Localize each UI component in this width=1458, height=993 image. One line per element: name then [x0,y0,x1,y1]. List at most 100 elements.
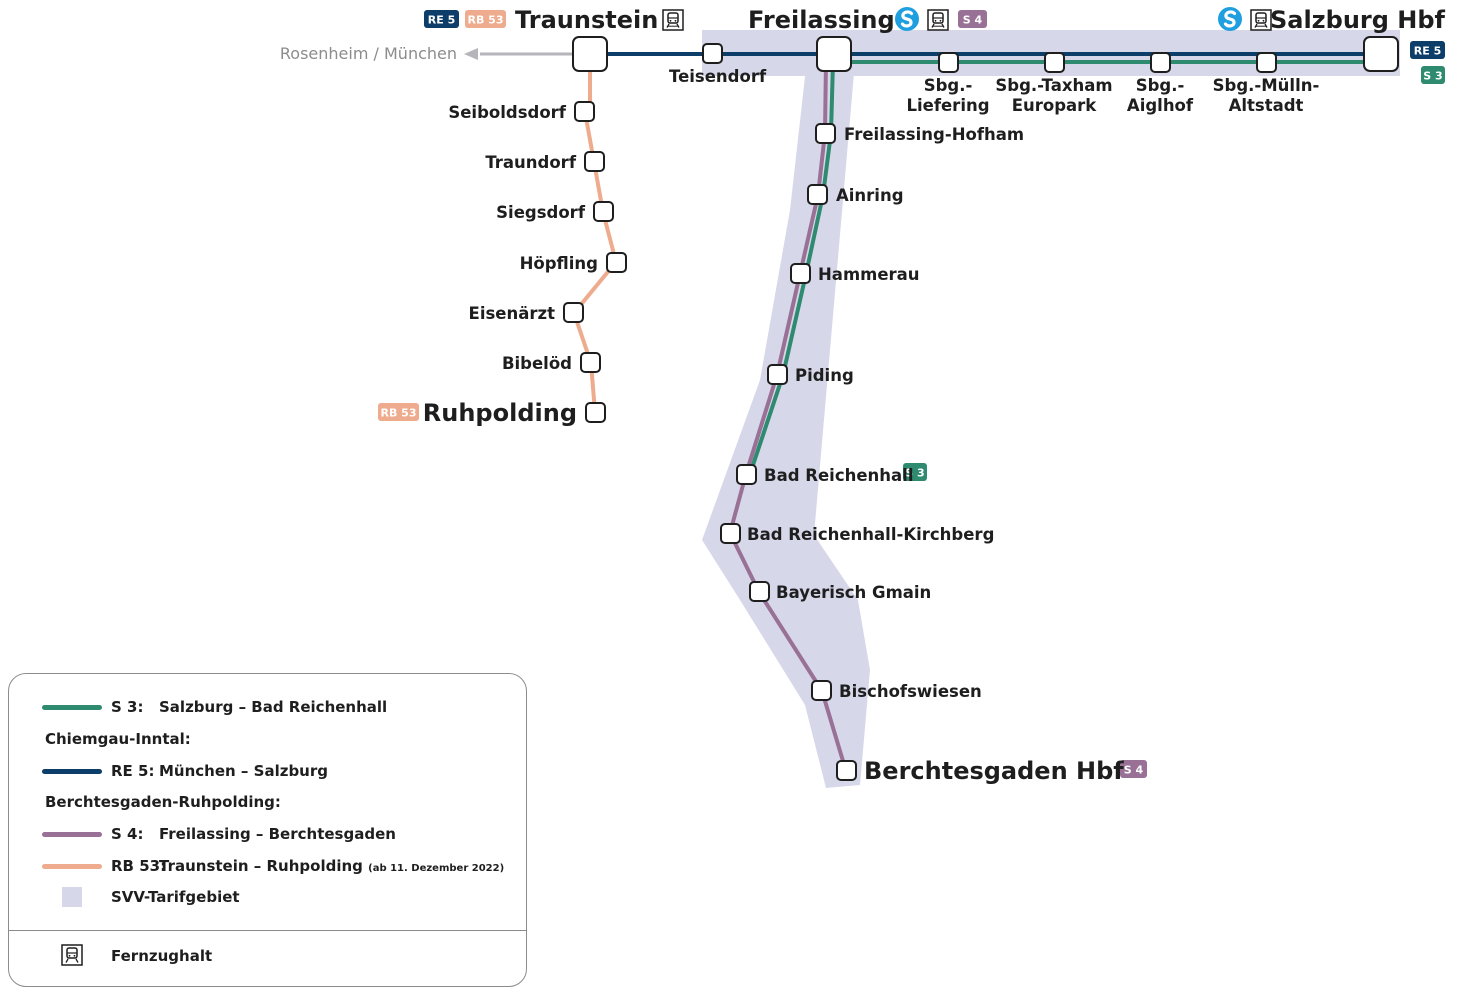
legend-s4-code: S 4: [111,825,144,843]
station-berchtesgaden-marker [836,760,857,781]
legend-fernzug-label: Fernzughalt [111,947,213,965]
legend-re5-line [42,768,102,774]
svg-text:S 3: S 3 [1423,70,1442,83]
direction-label: Rosenheim / München [280,44,457,63]
legend-s4-line [42,831,102,837]
legend-rb53-line [42,863,102,869]
svg-text:RE 5: RE 5 [428,14,455,27]
station-bibeloed-marker [580,352,601,373]
svg-text:RB 53: RB 53 [381,407,417,420]
legend-row-tarif: SVV-Tarifgebiet [9,886,526,908]
station-freilassing-label: Freilassing [748,6,895,34]
station-hoepfling-label: Höpfling [520,254,598,273]
svg-text:RB 53: RB 53 [468,14,504,27]
line-s4 [728,59,848,772]
badge-re5-traunstein: RE 5 [424,10,459,28]
badge-s4-berchtesgaden: S 4 [1120,760,1147,778]
legend-divider [9,930,526,931]
badge-s3-reichenhall: S 3 [903,463,927,481]
legend-tarif-swatch [62,887,82,907]
station-kirchberg-marker [720,523,741,544]
station-reichenhall-marker [736,464,757,485]
legend-row-rb53: RB 53: Traunstein – Ruhpolding (ab 11. D… [9,855,526,877]
station-bibeloed-label: Bibelöd [502,354,572,373]
svv-tarif-area [702,30,1400,788]
station-bischofswiesen-marker [811,680,832,701]
station-muelln-label-2: Altstadt [1229,96,1304,115]
badge-re5-salzburg: RE 5 [1410,41,1445,59]
legend-rb53-code: RB 53: [111,857,167,875]
station-aiglhof-marker [1150,52,1171,73]
legend-heading-chiemgau: Chiemgau-Inntal: [45,730,191,748]
station-traunstein-label: Traunstein [515,6,658,34]
station-aiglhof-label-1: Sbg.- [1136,76,1185,95]
train-icon [927,9,949,31]
station-markers [563,36,1399,781]
station-ainring-label: Ainring [836,186,904,205]
station-eisenaerzt-label: Eisenärzt [469,304,556,323]
station-seiboldsdorf-marker [574,101,595,122]
arrow-left-icon [464,48,478,60]
svg-text:S 4: S 4 [963,14,983,27]
station-hofham-label: Freilassing-Hofham [844,125,1024,144]
station-liefering-marker [938,52,959,73]
legend-heading-bgd: Berchtesgaden-Ruhpolding: [45,793,281,811]
station-reichenhall-label: Bad Reichenhall [764,466,913,485]
legend-s4-route: Freilassing – Berchtesgaden [159,825,396,843]
station-hammerau-label: Hammerau [818,265,920,284]
station-siegsdorf-label: Siegsdorf [496,203,586,222]
badge-s3-salzburg: S 3 [1421,66,1445,84]
legend-tarif-label: SVV-Tarifgebiet [111,888,240,906]
legend-panel: S 3: Salzburg – Bad Reichenhall Chiemgau… [8,673,527,987]
station-ruhpolding-label: Ruhpolding [423,399,577,427]
station-piding-label: Piding [795,366,854,385]
train-icon [1250,9,1272,31]
svg-text:S 4: S 4 [1124,764,1144,777]
station-teisendorf-marker [702,43,723,64]
station-hofham-marker [815,123,836,144]
legend-row-re5: RE 5: München – Salzburg [9,760,526,782]
station-hammerau-marker [790,263,811,284]
station-traunstein-marker [572,36,608,72]
legend-s3-route: Salzburg – Bad Reichenhall [159,698,388,716]
train-icon [61,944,83,966]
svg-text:S 3: S 3 [905,467,924,480]
station-hoepfling-marker [606,252,627,273]
legend-row-s3: S 3: Salzburg – Bad Reichenhall [9,696,526,718]
station-eisenaerzt-marker [563,302,584,323]
station-bischofswiesen-label: Bischofswiesen [839,682,982,701]
station-gmain-marker [749,581,770,602]
badge-rb53-ruhpolding: RB 53 [378,403,419,421]
station-seiboldsdorf-label: Seiboldsdorf [448,103,566,122]
station-traundorf-label: Traundorf [485,153,576,172]
s-bahn-logo-icon [893,5,921,33]
legend-row-s4: S 4: Freilassing – Berchtesgaden [9,823,526,845]
train-icon [662,9,684,31]
legend-rb53-route-text: Traunstein – Ruhpolding [159,857,363,875]
station-taxham-marker [1044,52,1065,73]
legend-rb53-route: Traunstein – Ruhpolding (ab 11. Dezember… [159,857,504,875]
station-liefering-label-2: Liefering [906,96,989,115]
legend-s3-code: S 3: [111,698,144,716]
legend-re5-code: RE 5: [111,762,155,780]
badge-s4-freilassing: S 4 [958,10,987,28]
station-freilassing-marker [816,36,852,72]
station-muelln-label-1: Sbg.-Mülln- [1213,76,1320,95]
station-taxham-label-2: Europark [1012,96,1098,115]
station-taxham-label-1: Sbg.-Taxham [995,76,1112,95]
station-muelln-marker [1256,52,1277,73]
badge-rb53-traunstein: RB 53 [465,10,506,28]
station-gmain-label: Bayerisch Gmain [776,583,931,602]
station-ainring-marker [807,184,828,205]
station-kirchberg-label: Bad Reichenhall-Kirchberg [747,525,994,544]
station-salzburg-marker [1363,36,1399,72]
legend-row-fernzug: Fernzughalt [9,945,526,967]
station-teisendorf-label: Teisendorf [669,67,767,86]
station-aiglhof-label-2: Aiglhof [1127,96,1194,115]
legend-row-chiemgau: Chiemgau-Inntal: [9,728,526,750]
legend-s3-line [42,704,102,710]
station-siegsdorf-marker [593,201,614,222]
legend-re5-route: München – Salzburg [159,762,328,780]
station-traundorf-marker [584,151,605,172]
